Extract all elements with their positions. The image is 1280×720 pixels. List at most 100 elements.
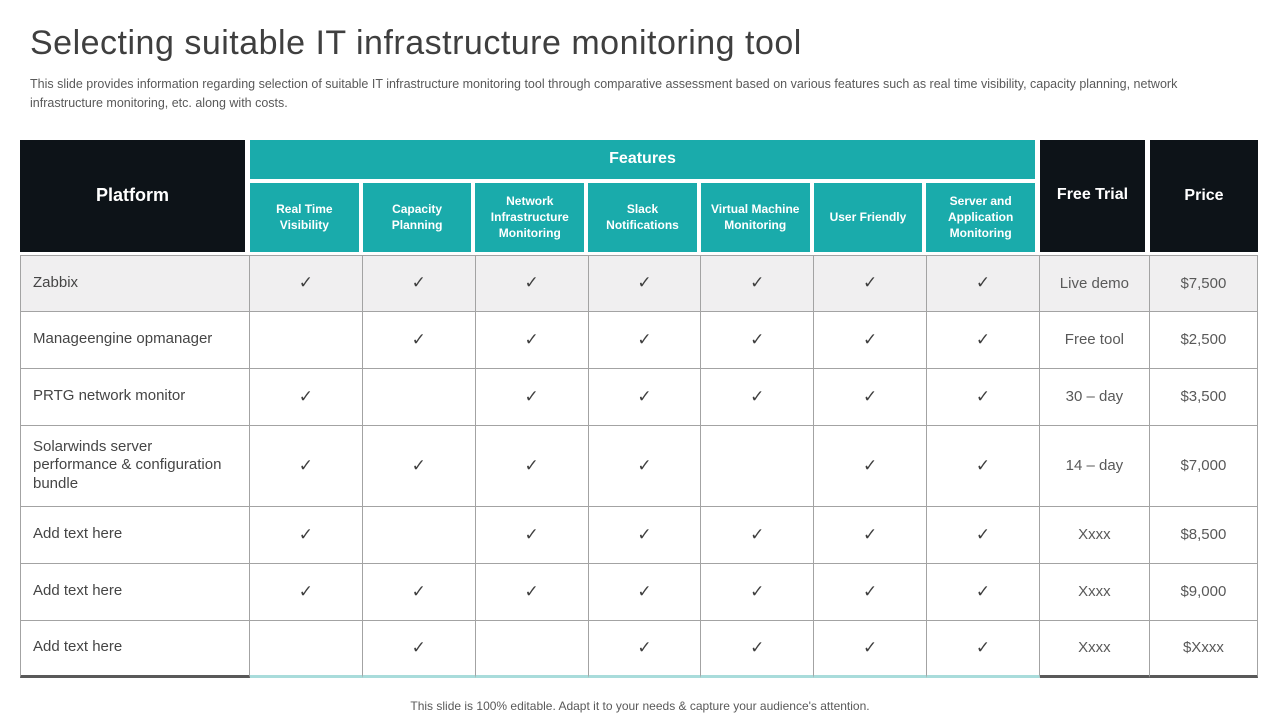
check-icon: ✓ (863, 524, 878, 544)
check-icon: ✓ (411, 329, 426, 349)
check-icon: ✓ (750, 386, 765, 406)
check-icon: ✓ (975, 273, 991, 293)
platform-cell: Manageengine opmanager (20, 311, 250, 369)
platform-cell: Add text here (20, 563, 250, 621)
feature-check-cell: ✓ (701, 254, 815, 312)
feature-check-cell: ✓ (588, 311, 702, 369)
check-icon: ✓ (298, 386, 314, 406)
price-cell: $7,000 (1149, 425, 1258, 507)
price-cell: $7,500 (1149, 254, 1258, 312)
platform-column-header: Platform (20, 139, 245, 252)
check-icon: ✓ (524, 329, 539, 349)
feature-check-cell: ✓ (814, 425, 928, 507)
check-icon: ✓ (524, 524, 539, 544)
check-icon: ✓ (750, 581, 765, 601)
feature-check-cell: ✓ (927, 506, 1040, 564)
feature-check-cell: ✓ (701, 506, 815, 564)
feature-check-cell: ✓ (588, 620, 702, 678)
platform-cell: Add text here (20, 620, 250, 678)
feature-check-cell: ✓ (814, 620, 928, 678)
feature-check-cell: ✓ (588, 368, 702, 426)
feature-check-cell: ✓ (475, 254, 589, 312)
check-icon: ✓ (750, 273, 765, 293)
check-icon: ✓ (411, 455, 426, 475)
feature-check-cell: ✓ (701, 311, 815, 369)
free-trial-cell: 14 – day (1039, 425, 1150, 507)
feature-check-cell: ✓ (475, 506, 589, 564)
check-icon: ✓ (637, 329, 652, 349)
check-icon: ✓ (411, 273, 426, 293)
free-trial-cell: 30 – day (1039, 368, 1150, 426)
feature-check-cell: ✓ (927, 563, 1040, 621)
table-row: PRTG network monitor✓✓✓✓✓✓30 – day$3,500 (20, 368, 1258, 426)
feature-check-cell: ✓ (362, 311, 476, 369)
feature-column-header: Real Time Visibility (250, 182, 359, 252)
check-icon: ✓ (524, 455, 539, 475)
check-icon: ✓ (524, 581, 539, 601)
feature-empty-cell (362, 368, 476, 426)
feature-check-cell: ✓ (701, 563, 815, 621)
check-icon: ✓ (298, 455, 314, 475)
check-icon: ✓ (637, 581, 652, 601)
page-title: Selecting suitable IT infrastructure mon… (30, 24, 802, 62)
check-icon: ✓ (637, 386, 652, 406)
feature-empty-cell (250, 620, 363, 678)
feature-check-cell: ✓ (475, 368, 589, 426)
check-icon: ✓ (524, 386, 539, 406)
check-icon: ✓ (524, 273, 539, 293)
check-icon: ✓ (975, 386, 991, 406)
check-icon: ✓ (863, 581, 878, 601)
check-icon: ✓ (411, 637, 426, 657)
feature-check-cell: ✓ (588, 425, 702, 507)
feature-check-cell: ✓ (250, 425, 363, 507)
free-trial-cell: Free tool (1039, 311, 1150, 369)
slide-description: This slide provides information regardin… (30, 77, 1178, 111)
feature-check-cell: ✓ (814, 506, 928, 564)
check-icon: ✓ (750, 524, 765, 544)
feature-check-cell: ✓ (814, 368, 928, 426)
feature-check-cell: ✓ (475, 425, 589, 507)
feature-empty-cell (250, 311, 363, 369)
feature-check-cell: ✓ (475, 311, 589, 369)
feature-empty-cell (475, 620, 589, 678)
feature-check-cell: ✓ (250, 563, 363, 621)
features-group-header: Features (250, 139, 1035, 179)
table-row: Solarwinds server performance & configur… (20, 425, 1258, 507)
check-icon: ✓ (975, 455, 991, 475)
check-icon: ✓ (863, 637, 878, 657)
feature-check-cell: ✓ (927, 368, 1040, 426)
price-column-header: Price (1150, 139, 1258, 252)
feature-check-cell: ✓ (362, 563, 476, 621)
price-cell: $8,500 (1149, 506, 1258, 564)
feature-column-header: Capacity Planning (362, 182, 472, 252)
feature-check-cell: ✓ (250, 368, 363, 426)
check-icon: ✓ (750, 329, 765, 349)
price-cell: $9,000 (1149, 563, 1258, 621)
platform-cell: PRTG network monitor (20, 368, 250, 426)
feature-check-cell: ✓ (250, 254, 363, 312)
feature-check-cell: ✓ (814, 563, 928, 621)
check-icon: ✓ (750, 637, 765, 657)
platform-cell: Zabbix (20, 254, 250, 312)
check-icon: ✓ (863, 273, 878, 293)
check-icon: ✓ (975, 581, 991, 601)
check-icon: ✓ (411, 581, 426, 601)
table-row: Add text here✓✓✓✓✓✓✓Xxxx$9,000 (20, 563, 1258, 621)
check-icon: ✓ (975, 329, 991, 349)
feature-check-cell: ✓ (362, 620, 476, 678)
check-icon: ✓ (298, 273, 314, 293)
feature-check-cell: ✓ (475, 563, 589, 621)
check-icon: ✓ (863, 455, 878, 475)
feature-column-header: User Friendly (813, 182, 923, 252)
check-icon: ✓ (975, 524, 991, 544)
check-icon: ✓ (637, 455, 652, 475)
feature-empty-cell (362, 506, 476, 564)
feature-column-header: Virtual Machine Monitoring (700, 182, 810, 252)
feature-check-cell: ✓ (927, 254, 1040, 312)
check-icon: ✓ (637, 637, 652, 657)
footer-note: This slide is 100% editable. Adapt it to… (410, 699, 870, 713)
table-row: Add text here✓✓✓✓✓✓Xxxx$8,500 (20, 506, 1258, 564)
feature-check-cell: ✓ (814, 311, 928, 369)
